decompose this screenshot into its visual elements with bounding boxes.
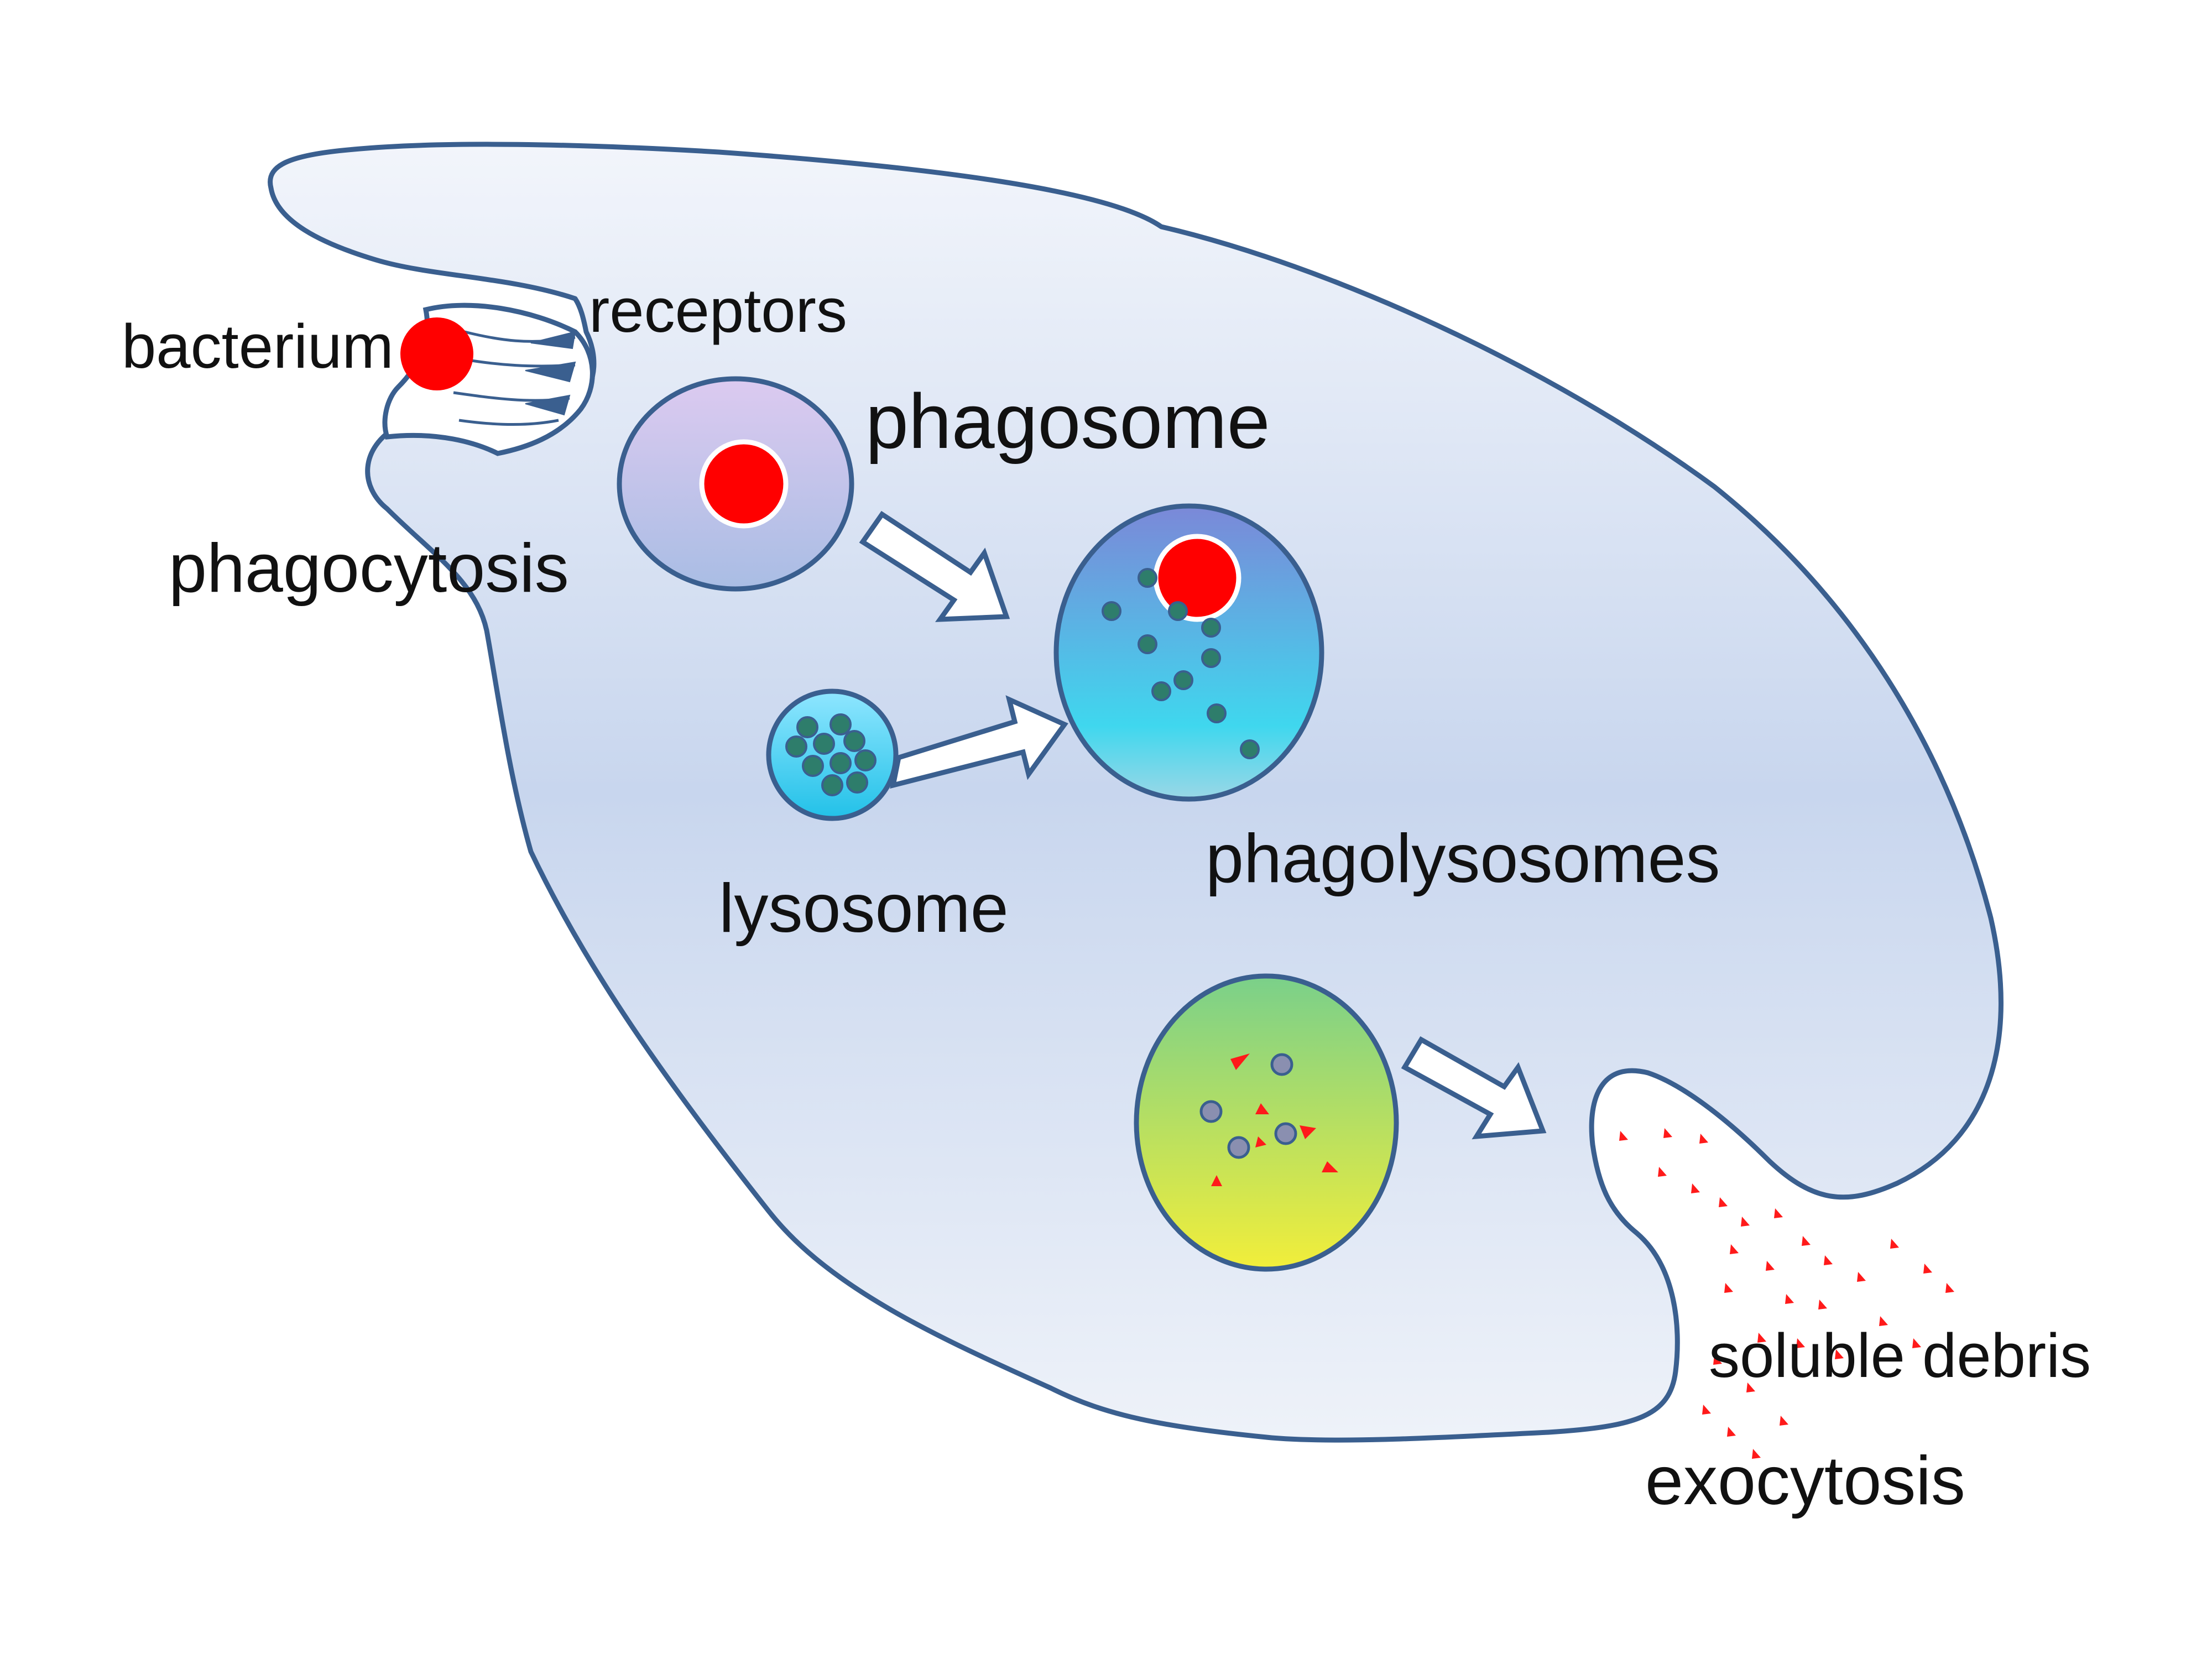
debris-particle [1835, 1349, 1844, 1359]
label-phagolysosomes: phagolysosomes [1206, 821, 1720, 897]
bacterium [400, 317, 473, 390]
arrow-to-exocytosis [1401, 1036, 1547, 1140]
debris-particle [1727, 1427, 1736, 1437]
arrow-phagosome-to-phagolysosome [859, 510, 1010, 622]
label-soluble-debris: soluble debris [1709, 1321, 2091, 1390]
debris-particle [1699, 1134, 1708, 1144]
debris-particle [1923, 1264, 1932, 1274]
debris-particle [1619, 1131, 1628, 1141]
debris-particle [1719, 1197, 1728, 1207]
phagolysosome [1053, 503, 1324, 802]
debris-particle [1713, 1355, 1722, 1365]
debris-particle [1879, 1316, 1888, 1326]
debris-particle [1741, 1217, 1750, 1227]
debris-particle [1658, 1167, 1667, 1177]
debris-particle [1802, 1236, 1811, 1246]
soluble-debris-particles [1619, 1128, 1954, 1459]
debris-particle [1752, 1449, 1761, 1459]
debris-particle [1663, 1128, 1672, 1138]
residual-body [1134, 973, 1399, 1272]
bacterium-in-phagolysosome [1153, 534, 1241, 622]
debris-particle [1746, 1383, 1755, 1392]
debris-particle [1702, 1405, 1711, 1415]
debris-particle [1766, 1261, 1775, 1271]
debris-particle [1857, 1272, 1866, 1282]
debris-particle [1945, 1283, 1954, 1293]
arrow-lysosome-to-phagolysosome [890, 695, 1068, 789]
lysosome-enzyme-granules [785, 713, 877, 796]
debris-particle [1774, 1208, 1783, 1218]
debris-particle [1796, 1338, 1805, 1348]
label-bacterium: bacterium [122, 312, 394, 381]
phagolysosome-granules [1102, 568, 1260, 759]
label-phagosome: phagosome [865, 378, 1270, 465]
label-receptors: receptors [589, 276, 847, 345]
label-lysosome: lysosome [719, 870, 1009, 947]
engulfed-bacterium [699, 439, 789, 529]
debris-particle [1691, 1183, 1700, 1193]
debris-particle [1912, 1338, 1921, 1348]
debris-particle [1724, 1283, 1733, 1293]
lysosome [766, 688, 899, 821]
debris-particle [1730, 1244, 1739, 1254]
label-exocytosis: exocytosis [1645, 1443, 1965, 1519]
debris-particle [1780, 1416, 1788, 1426]
residual-granules [1199, 1053, 1297, 1159]
debris-particle [1785, 1294, 1794, 1304]
bacterial-fragments [1211, 1053, 1338, 1186]
debris-particle [1890, 1239, 1899, 1249]
debris-particle [1757, 1333, 1766, 1343]
debris-particle [1818, 1300, 1827, 1310]
debris-particle [1824, 1255, 1833, 1265]
label-phagocytosis: phagocytosis [169, 530, 569, 607]
receptor-fibers [453, 330, 576, 426]
phagosome [617, 376, 854, 592]
